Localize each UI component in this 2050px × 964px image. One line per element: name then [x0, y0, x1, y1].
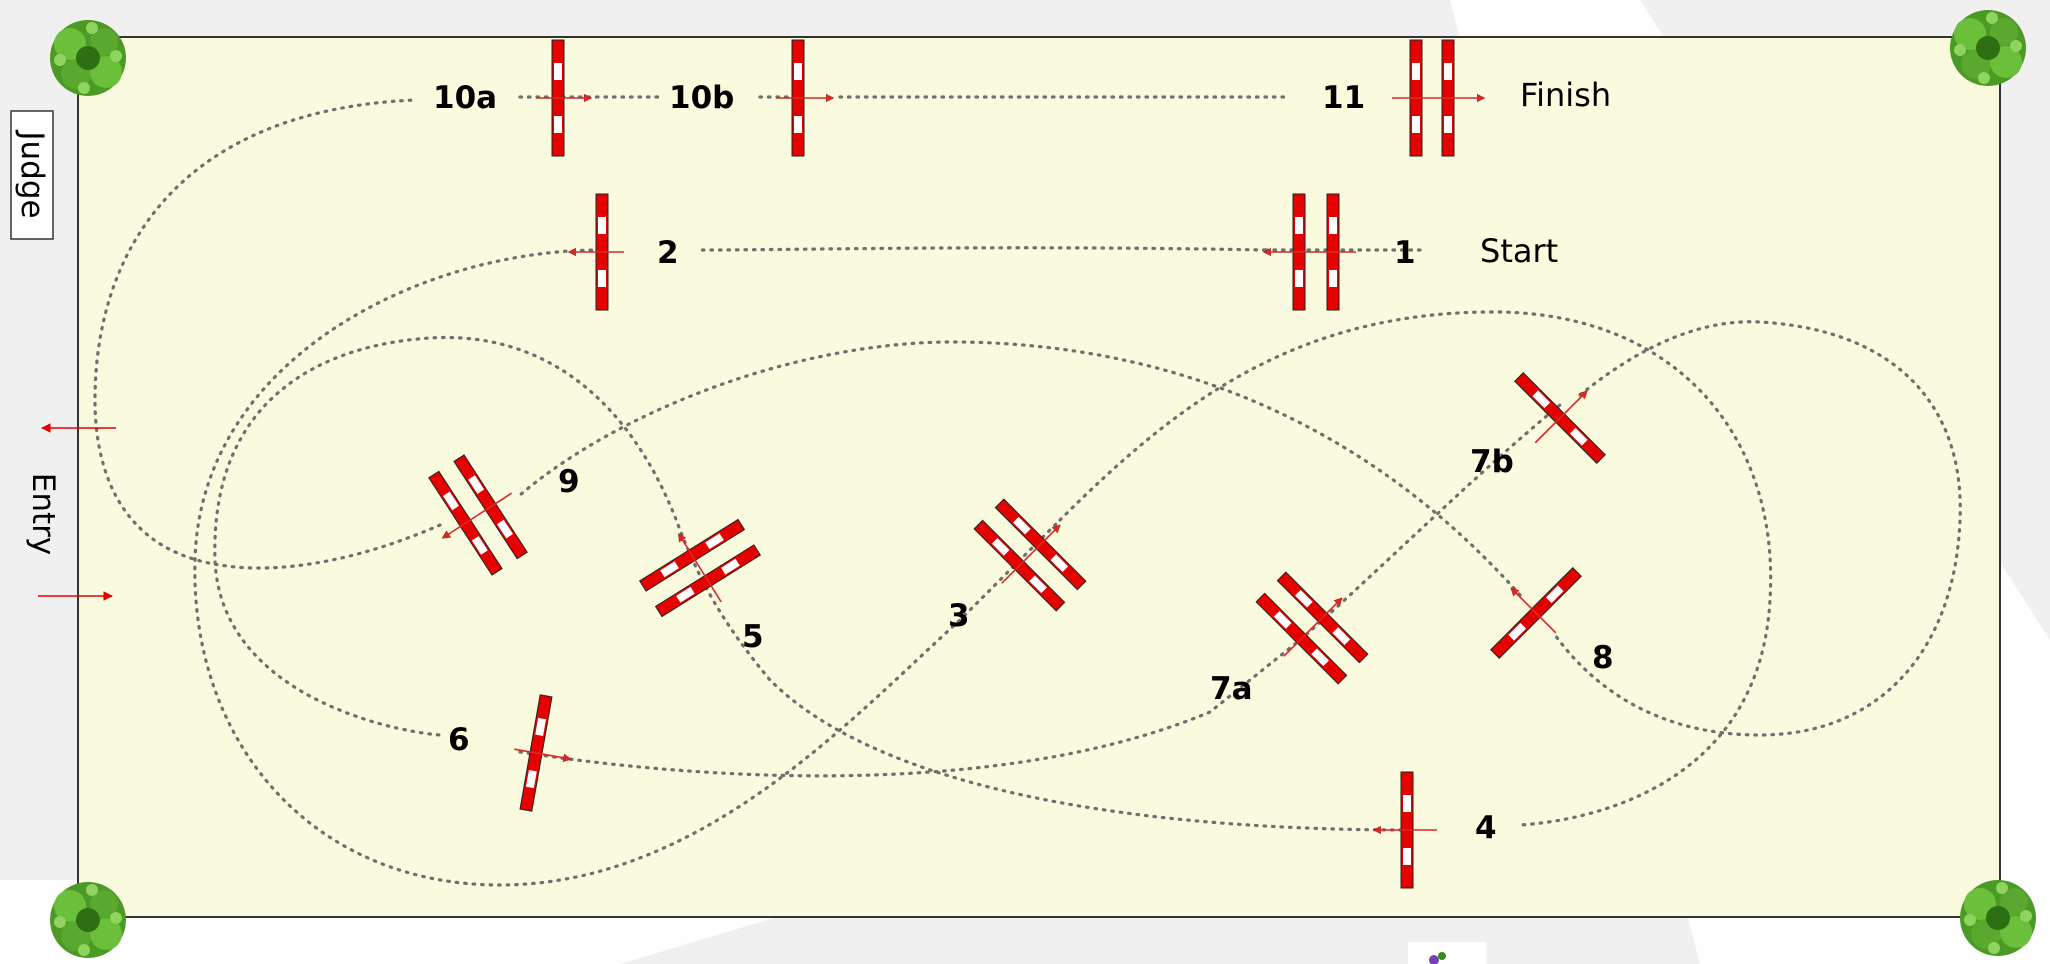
fence-label-9: 9	[558, 464, 580, 500]
fence-10a	[536, 39, 591, 157]
entry-label: Entry	[25, 473, 61, 555]
fence-label-6: 6	[448, 722, 470, 758]
logo-icon	[1408, 942, 1486, 964]
fence-label-11: 11	[1322, 80, 1365, 116]
fence-8	[1490, 567, 1582, 659]
fence-7b	[1514, 372, 1606, 464]
fence-label-10a: 10a	[433, 80, 497, 116]
judge-box: Judge	[10, 110, 54, 240]
tree-icon	[50, 20, 126, 96]
fence-2	[569, 193, 624, 311]
fence-label-7b: 7b	[1470, 444, 1514, 480]
fence-label-3: 3	[948, 598, 970, 634]
tree-icon	[1950, 10, 2026, 86]
fence-label-2: 2	[657, 235, 679, 271]
fence-5	[639, 518, 761, 618]
fence-3	[973, 498, 1087, 612]
fence-11	[1392, 39, 1484, 157]
fence-label-4: 4	[1475, 810, 1497, 846]
finish-label: Finish	[1520, 76, 1611, 114]
fence-label-1: 1	[1394, 235, 1416, 271]
fence-7a	[1255, 571, 1369, 685]
fence-label-7a: 7a	[1210, 671, 1253, 707]
start-label: Start	[1480, 232, 1558, 270]
fence-10b	[776, 39, 833, 157]
judge-label: Judge	[14, 129, 50, 218]
fence-1	[1264, 193, 1356, 311]
fence-label-5: 5	[742, 619, 764, 655]
arena	[77, 36, 2001, 918]
entry-marker: Entry	[25, 423, 116, 601]
fence-label-8: 8	[1592, 640, 1614, 676]
tree-icon	[50, 882, 126, 958]
fence-4	[1374, 771, 1437, 889]
fence-6	[514, 694, 580, 812]
fence-9	[428, 454, 528, 576]
tree-icon	[1960, 880, 2036, 956]
fence-label-10b: 10b	[669, 80, 734, 116]
